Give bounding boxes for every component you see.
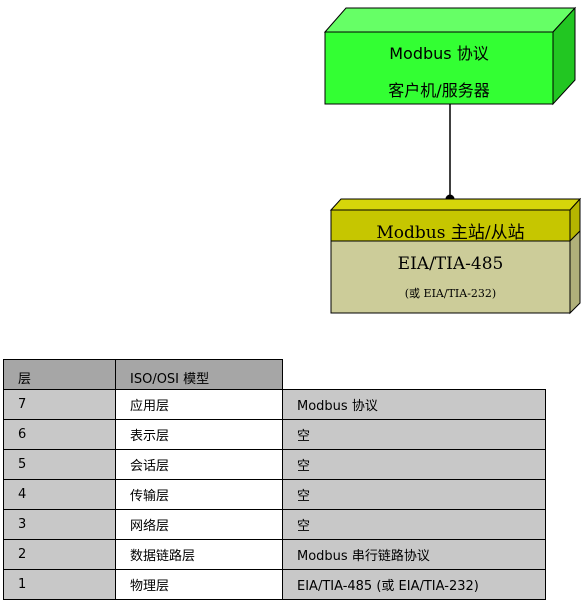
modbus-layer: EIA/TIA-485 (或 EIA/TIA-232) (282, 569, 546, 600)
diagram-graphics (323, 6, 582, 315)
osi-layer-name: 应用层 (115, 389, 283, 420)
header-layer: 层 (3, 359, 116, 390)
table-header-row: 层 ISO/OSI 模型 (3, 359, 546, 390)
app-box-top (323, 7, 577, 33)
table-row: 4 传输层 空 (3, 479, 546, 510)
master-slave-label: Modbus 主站/从站 (376, 223, 525, 243)
layer-number: 6 (3, 419, 116, 450)
header-model: ISO/OSI 模型 (115, 359, 283, 390)
app-role-label: 客户机/服务器 (388, 81, 490, 100)
phys-box-front (330, 240, 571, 314)
protocol-stack-diagram: Modbus 协议 客户机/服务器 Modbus 主站/从站 EIA/TIA-4… (323, 6, 582, 315)
table-row: 1 物理层 EIA/TIA-485 (或 EIA/TIA-232) (3, 569, 546, 600)
phys-box-side (569, 229, 581, 315)
modbus-layer: 空 (282, 449, 546, 480)
physical-alt-label: (或 EIA/TIA-232) (404, 287, 497, 300)
header-blank (282, 359, 546, 390)
osi-layer-name: 网络层 (115, 509, 283, 540)
ms-box-top (329, 198, 582, 211)
osi-model-table: 层 ISO/OSI 模型 7 应用层 Modbus 协议 6 表示层 空 5 会… (3, 359, 546, 600)
table-row: 3 网络层 空 (3, 509, 546, 540)
osi-layer-name: 物理层 (115, 569, 283, 600)
table-row: 6 表示层 空 (3, 419, 546, 450)
osi-layer-name: 数据链路层 (115, 539, 283, 570)
layer-number: 2 (3, 539, 116, 570)
app-box-front (324, 31, 554, 105)
app-protocol-label: Modbus 协议 (389, 44, 489, 63)
layer-number: 4 (3, 479, 116, 510)
layer-number: 5 (3, 449, 116, 480)
physical-label: EIA/TIA-485 (397, 254, 504, 274)
table-row: 7 应用层 Modbus 协议 (3, 389, 546, 420)
modbus-layer: Modbus 协议 (282, 389, 546, 420)
layer-number: 3 (3, 509, 116, 540)
layer-number: 7 (3, 389, 116, 420)
modbus-layer: 空 (282, 509, 546, 540)
table-row: 5 会话层 空 (3, 449, 546, 480)
table-row: 2 数据链路层 Modbus 串行链路协议 (3, 539, 546, 570)
osi-layer-name: 传输层 (115, 479, 283, 510)
osi-layer-name: 表示层 (115, 419, 283, 450)
modbus-layer: 空 (282, 479, 546, 510)
modbus-layer: 空 (282, 419, 546, 450)
osi-layer-name: 会话层 (115, 449, 283, 480)
layer-number: 1 (3, 569, 116, 600)
modbus-layer: Modbus 串行链路协议 (282, 539, 546, 570)
